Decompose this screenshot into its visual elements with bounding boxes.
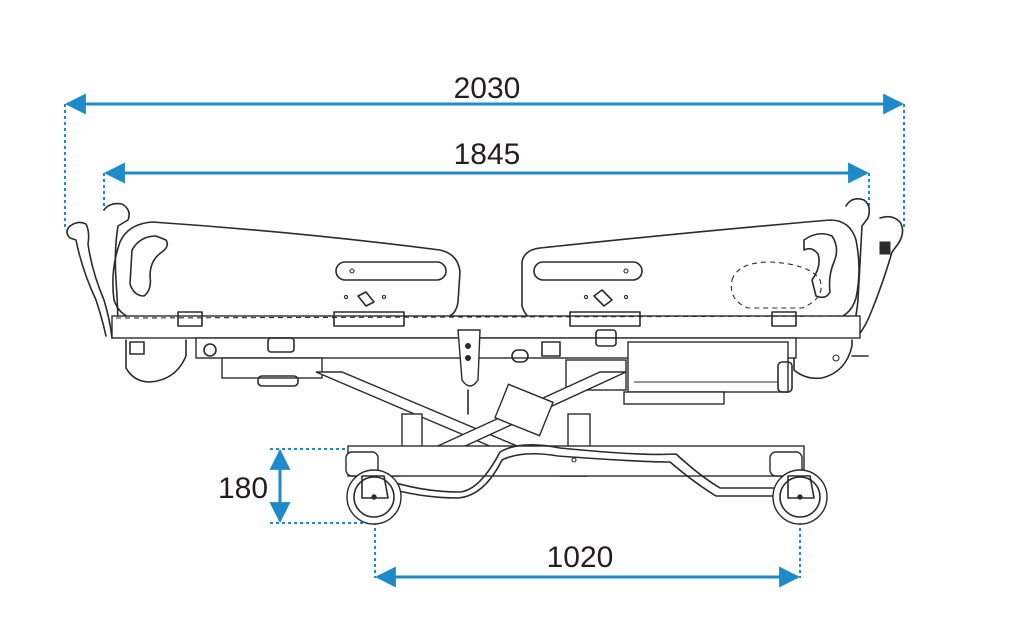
handset [457,329,481,415]
foot-board [845,198,904,337]
overall-length-dimension: 2030 [64,72,905,230]
bumper-wheels [125,339,869,383]
overall-length-label: 2030 [454,72,521,105]
left-castor [346,469,402,525]
upper-frame [195,329,797,405]
wheelbase-dimension: 1020 [374,492,801,588]
ground-clearance-dimension: 180 [218,448,372,524]
right-castor [772,469,828,525]
head-board [66,202,130,339]
wheelbase-label: 1020 [547,541,614,574]
frame-length-label: 1845 [454,138,521,171]
head-side-rail [112,221,461,321]
foot-side-rail [521,219,860,323]
ground-clearance-label: 180 [218,472,268,505]
frame-length-dimension: 1845 [103,138,870,210]
bed-illustration [66,198,904,525]
mattress-platform [111,311,861,339]
base-frame [345,444,805,499]
